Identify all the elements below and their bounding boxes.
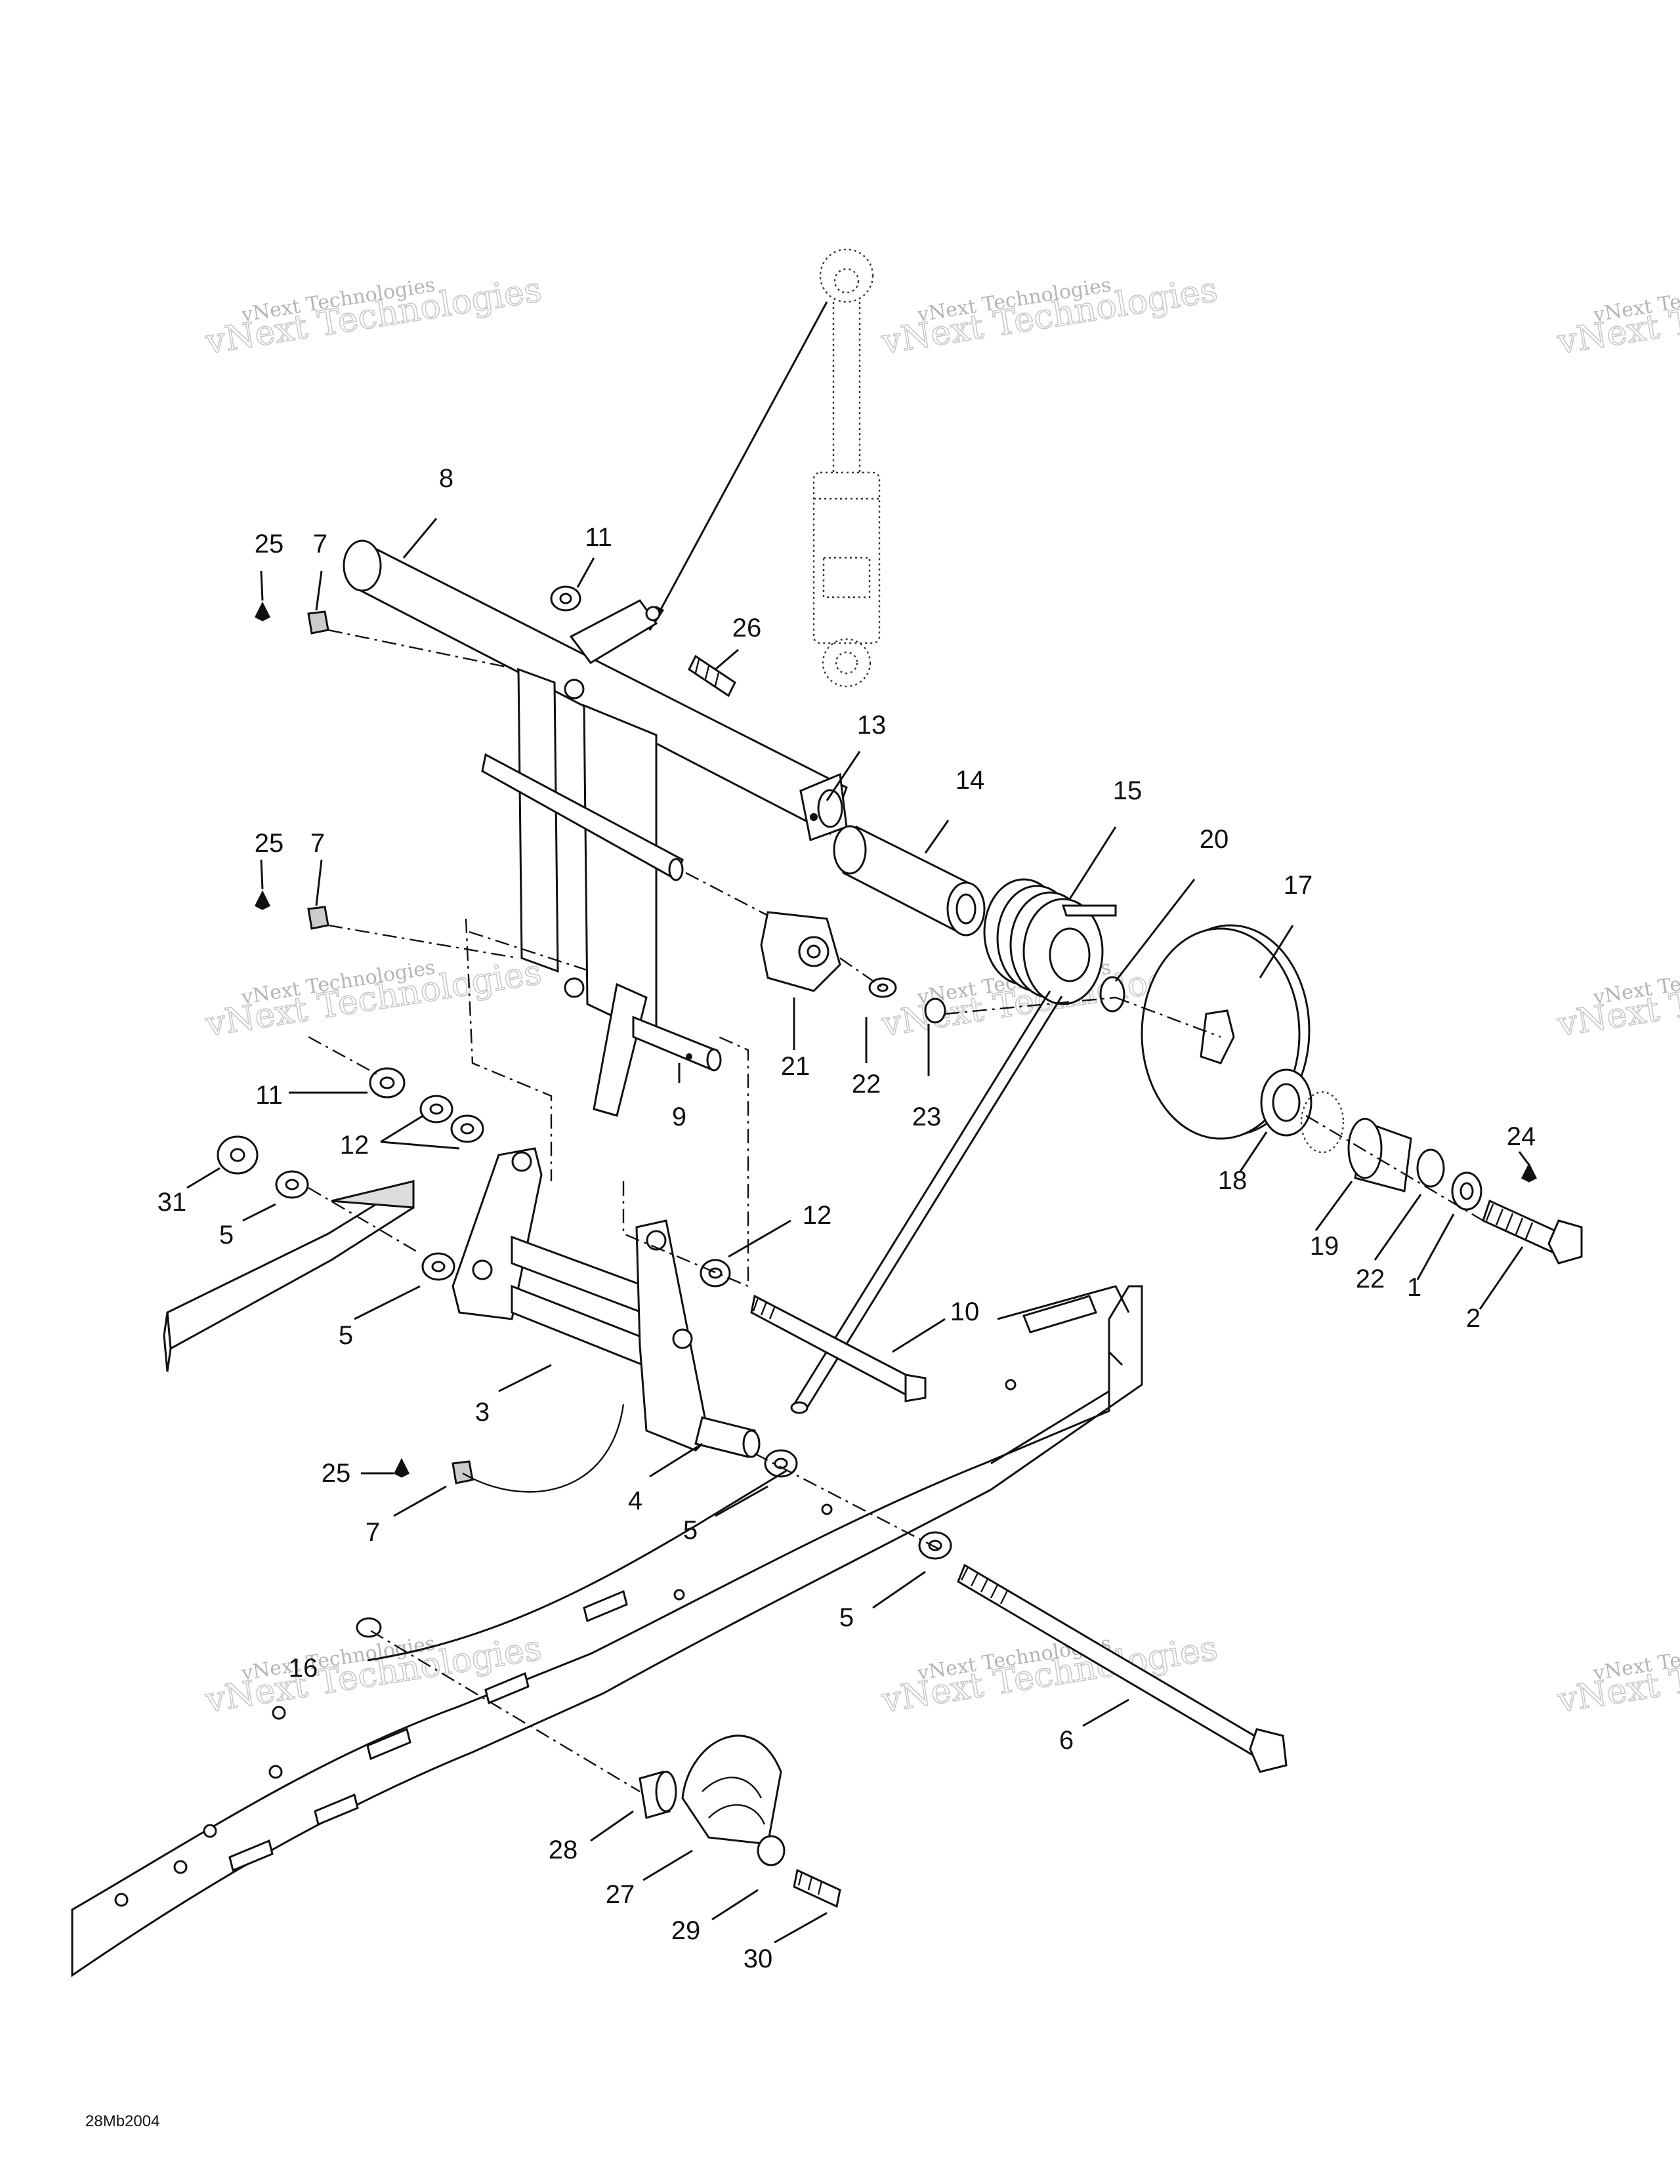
drawing-reference: 28Mb2004: [85, 2112, 159, 2130]
callout-label: 22: [852, 1070, 881, 1099]
upper-cross-shaft: [343, 539, 848, 842]
left-slide-rail: [163, 1179, 415, 1372]
callout-label: 7: [310, 829, 325, 858]
watermark: vNext Technologies vNext Technologies: [878, 270, 1221, 363]
callout-label: 2: [1466, 1304, 1480, 1333]
torsion-spring: [790, 878, 1117, 1414]
callout-label: 20: [1200, 825, 1229, 854]
assembly-lines: [308, 629, 1484, 1793]
callout-label: 7: [313, 530, 327, 558]
wheel-bearing: [1260, 1068, 1412, 1192]
wheel-bolt: [1482, 1199, 1583, 1265]
callout-label: 22: [1356, 1265, 1385, 1293]
callout-label: 1: [1407, 1273, 1421, 1302]
callout-label: 29: [671, 1916, 701, 1945]
rear-arm: [635, 1219, 761, 1458]
callout-label: 18: [1218, 1166, 1248, 1195]
stopper-block: [639, 1734, 841, 1908]
long-bolt: [957, 1563, 1288, 1773]
callout-label: 25: [255, 829, 284, 858]
callout-label: 14: [956, 766, 985, 795]
front-arm: [452, 1147, 664, 1374]
callout-label: 10: [950, 1297, 980, 1326]
watermark: vNext Technologies vNext Technologies: [1554, 1628, 1680, 1721]
pivot-pin: [481, 753, 684, 881]
shaft-10: [750, 1294, 927, 1402]
callout-label: 31: [158, 1188, 187, 1217]
callout-label: 30: [744, 1944, 773, 1973]
callout-label: 7: [366, 1518, 380, 1547]
callout-label: 5: [839, 1603, 854, 1632]
callout-label: 11: [255, 1081, 283, 1110]
callout-label: 25: [255, 530, 284, 558]
callout-label: 16: [289, 1654, 318, 1683]
callout-label: 23: [912, 1102, 942, 1131]
callout-label: 12: [803, 1201, 832, 1230]
callout-label: 25: [322, 1459, 351, 1488]
main-rail: [71, 1285, 1143, 1977]
leader-lines: [186, 518, 1530, 1944]
callout-label: 3: [475, 1398, 490, 1427]
callout-label: 9: [672, 1102, 686, 1131]
callout-label: 26: [732, 614, 762, 642]
callout-labels: 25 7 8 11 26 13 14 15 20 17 25 7 21 22 2…: [158, 464, 1536, 1973]
callout-label: 17: [1284, 871, 1313, 900]
callout-label: 15: [1113, 776, 1143, 805]
watermark: vNext Technologies vNext Technologies: [1554, 952, 1680, 1045]
callout-label: 27: [606, 1880, 635, 1909]
callout-label: 5: [683, 1516, 698, 1545]
callout-label: 19: [1310, 1232, 1339, 1261]
callout-label: 28: [549, 1836, 578, 1864]
callout-label: 6: [1059, 1726, 1074, 1755]
parts-drawing: [71, 248, 1583, 1977]
sleeve: [833, 825, 986, 936]
callout-label: 24: [1507, 1122, 1536, 1151]
grease-fittings: [254, 601, 1538, 1493]
callout-label: 13: [857, 711, 887, 740]
callout-label: 5: [339, 1321, 353, 1350]
right-washers: [868, 976, 1482, 1211]
lower-nut-washers: [217, 1067, 952, 1638]
watermark: vNext Technologies vNext Technologies: [202, 270, 545, 363]
callout-label: 4: [628, 1486, 642, 1515]
shock-absorber: [648, 248, 881, 688]
callout-label: 12: [340, 1131, 369, 1160]
pivot-arm: [593, 982, 722, 1117]
watermark: vNext Technologies vNext Technologies: [1554, 270, 1680, 363]
callout-label: 11: [585, 523, 612, 552]
callout-label: 21: [781, 1052, 810, 1081]
watermark: vNext Technologies vNext Technologies: [202, 952, 545, 1045]
shock-arm-plates: [517, 599, 661, 1039]
top-nut: [550, 585, 736, 698]
callout-label: 8: [439, 464, 453, 493]
callout-label: 5: [219, 1221, 234, 1250]
slider-shoe: [760, 911, 841, 992]
